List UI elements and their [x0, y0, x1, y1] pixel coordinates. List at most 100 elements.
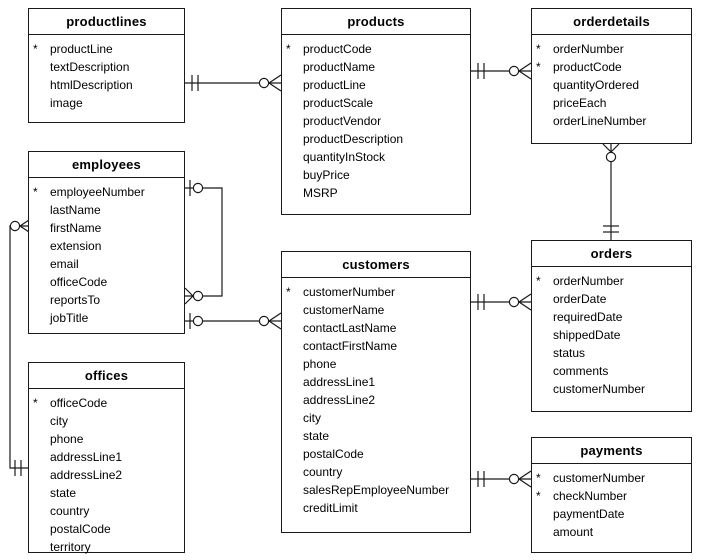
attribute-name: officeCode [50, 275, 108, 289]
attribute-name: quantityOrdered [553, 78, 640, 92]
attribute-row[interactable]: productScale [286, 94, 466, 112]
attribute-name: phone [50, 432, 84, 446]
attribute-row[interactable]: * orderNumber [536, 272, 687, 290]
attribute-row[interactable]: *employeeNumber [33, 183, 180, 201]
attribute-row[interactable]: state [33, 484, 180, 502]
relationship-employees-customers [185, 312, 282, 330]
attribute-name: customerNumber [553, 382, 646, 396]
attribute-name: addressLine1 [303, 375, 376, 389]
primary-key-marker-icon: * [33, 185, 38, 199]
entity-title-customers: customers [282, 252, 470, 278]
attribute-row[interactable]: officeCode [33, 273, 180, 291]
attribute-row[interactable]: addressLine2 [286, 391, 466, 409]
attribute-row[interactable]: postalCode [286, 445, 466, 463]
attribute-name: shippedDate [553, 328, 621, 342]
attribute-name: quantityInStock [303, 150, 386, 164]
attribute-row[interactable]: creditLimit [286, 499, 466, 517]
attribute-row[interactable]: contactFirstName [286, 337, 466, 355]
attribute-row[interactable]: quantityOrdered [536, 76, 687, 94]
attribute-name: status [553, 346, 586, 360]
attribute-row[interactable]: city [286, 409, 466, 427]
attribute-name: city [303, 411, 321, 425]
attribute-row[interactable]: firstName [33, 219, 180, 237]
entity-title-orders: orders [532, 241, 691, 267]
attribute-row[interactable]: orderLineNumber [536, 112, 687, 130]
attribute-row[interactable]: paymentDate [536, 505, 687, 523]
attribute-row[interactable]: buyPrice [286, 166, 466, 184]
attribute-row[interactable]: amount [536, 523, 687, 541]
attribute-name: amount [553, 525, 594, 539]
attribute-row[interactable]: state [286, 427, 466, 445]
attribute-name: productLine [303, 78, 366, 92]
attribute-list-payments: *customerNumber*checkNumber paymentDate am… [532, 464, 691, 548]
attribute-row[interactable]: image [33, 94, 180, 112]
attribute-row[interactable]: quantityInStock [286, 148, 466, 166]
attribute-row[interactable]: city [33, 412, 180, 430]
attribute-row[interactable]: MSRP [286, 184, 466, 202]
attribute-name: orderNumber [553, 274, 624, 288]
attribute-row[interactable]: territory [33, 538, 180, 556]
attribute-row[interactable]: requiredDate [536, 308, 687, 326]
attribute-row[interactable]: comments [536, 362, 687, 380]
attribute-name: postalCode [50, 522, 111, 536]
attribute-row[interactable]: status [536, 344, 687, 362]
attribute-name: productLine [50, 42, 113, 56]
attribute-row[interactable]: *checkNumber [536, 487, 687, 505]
attribute-row[interactable]: priceEach [536, 94, 687, 112]
attribute-row[interactable]: reportsTo [33, 291, 180, 309]
attribute-row[interactable]: *productCode [286, 40, 466, 58]
attribute-row[interactable]: *customerNumber [536, 469, 687, 487]
attribute-row[interactable]: productVendor [286, 112, 466, 130]
attribute-row[interactable]: extension [33, 237, 180, 255]
attribute-row[interactable]: country [33, 502, 180, 520]
attribute-name: customerNumber [303, 285, 396, 299]
attribute-name: productCode [553, 60, 622, 74]
attribute-row[interactable]: addressLine1 [33, 448, 180, 466]
attribute-row[interactable]: productLine [286, 76, 466, 94]
attribute-row[interactable]: addressLine2 [33, 466, 180, 484]
attribute-name: requiredDate [553, 310, 623, 324]
attribute-row[interactable]: *productLine [33, 40, 180, 58]
attribute-row[interactable]: *productCode [536, 58, 687, 76]
attribute-row[interactable]: textDescription [33, 58, 180, 76]
attribute-row[interactable]: htmlDescription [33, 76, 180, 94]
attribute-row[interactable]: phone [286, 355, 466, 373]
attribute-row[interactable]: orderDate [536, 290, 687, 308]
attribute-row[interactable]: customerNumber [536, 380, 687, 398]
attribute-row[interactable]: *orderNumber [536, 40, 687, 58]
entity-orders[interactable]: orders * orderNumber orderDate requiredDate s… [531, 240, 692, 412]
attribute-row[interactable]: contactLastName [286, 319, 466, 337]
primary-key-marker-icon: * [536, 274, 541, 288]
attribute-row[interactable]: country [286, 463, 466, 481]
attribute-row[interactable]: lastName [33, 201, 180, 219]
attribute-row[interactable]: shippedDate [536, 326, 687, 344]
attribute-row[interactable]: addressLine1 [286, 373, 466, 391]
attribute-row[interactable]: productName [286, 58, 466, 76]
attribute-name: state [303, 429, 330, 443]
attribute-row[interactable]: productDescription [286, 130, 466, 148]
attribute-name: priceEach [553, 96, 607, 110]
entity-title-productlines: productlines [29, 9, 184, 35]
attribute-row[interactable]: *customerNumber [286, 283, 466, 301]
attribute-row[interactable]: email [33, 255, 180, 273]
attribute-row[interactable]: postalCode [33, 520, 180, 538]
attribute-name: contactFirstName [303, 339, 398, 353]
attribute-row[interactable]: *officeCode [33, 394, 180, 412]
entity-title-employees: employees [29, 152, 184, 178]
attribute-row[interactable]: jobTitle [33, 309, 180, 327]
primary-key-marker-icon: * [33, 396, 38, 410]
primary-key-marker-icon: * [286, 42, 291, 56]
attribute-row[interactable]: customerName [286, 301, 466, 319]
attribute-name: paymentDate [553, 507, 625, 521]
attribute-row[interactable]: salesRepEmployeeNumber [286, 481, 466, 499]
attribute-row[interactable]: phone [33, 430, 180, 448]
attribute-name: contactLastName [303, 321, 397, 335]
